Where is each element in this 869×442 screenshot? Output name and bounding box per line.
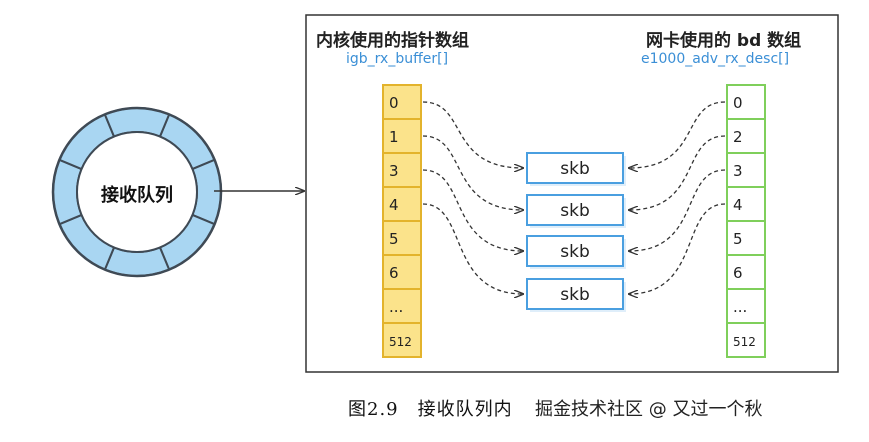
skb-label: skb: [560, 159, 590, 179]
right-array-subtitle: e1000_adv_rx_desc[]: [641, 51, 790, 67]
right-connector: [629, 169, 726, 251]
left-array-cell: [382, 220, 422, 256]
left-array-cell-label: 1: [389, 128, 399, 146]
right-array-cell-label: 4: [733, 196, 743, 214]
left-pointer-array: 0 1 3 4 5 6... 512: [382, 84, 422, 358]
receive-queue-label: 接收队列: [101, 185, 173, 206]
left-array-cell: [382, 254, 422, 290]
right-connector: [629, 203, 726, 294]
left-array-title: 内核使用的指针数组: [316, 31, 469, 51]
skb-label: skb: [560, 285, 590, 305]
right-array-title: 网卡使用的 bd 数组: [646, 31, 802, 51]
outer-frame: [305, 14, 839, 373]
left-array-cell-label: 3: [389, 162, 399, 180]
left-array-cell-label: 4: [389, 196, 399, 214]
dashed-connectors: [422, 101, 726, 294]
left-array-cell-label: 512: [389, 335, 412, 349]
left-array-cell-label: 0: [389, 94, 399, 112]
right-array-cell: [726, 254, 766, 290]
right-array-cell: [726, 322, 766, 358]
left-connector: [422, 135, 523, 210]
watermark-text: 掘金技术社区 @ 又过一个秋: [535, 399, 763, 420]
left-array-cell: [382, 322, 422, 358]
left-connector: [422, 203, 523, 294]
ring-outer-edge: [51, 106, 223, 278]
left-connector: [422, 169, 523, 251]
skb-label: skb: [560, 242, 590, 262]
left-array-subtitle: igb_rx_buffer[]: [346, 51, 449, 67]
right-array-cell: [726, 118, 766, 154]
right-array-cell-label: ...: [733, 298, 747, 316]
left-array-cell: [382, 118, 422, 154]
right-array-cell: [726, 152, 766, 188]
skb-box: [526, 194, 624, 226]
figure-caption: 图2.9 接收队列内: [348, 399, 513, 420]
right-connector: [629, 101, 726, 168]
right-array-cell: [726, 84, 766, 120]
right-bd-array: 0 2 3 4 5 6... 512: [726, 84, 766, 358]
left-array-cell-label: 5: [389, 230, 399, 248]
right-array-cell-label: 5: [733, 230, 743, 248]
skb-label: skb: [560, 201, 590, 221]
left-array-cell-label: ...: [389, 298, 403, 316]
receive-queue-ring: [51, 106, 223, 278]
right-array-cell-label: 512: [733, 335, 756, 349]
skb-box: [526, 235, 624, 267]
left-array-cell: [382, 186, 422, 222]
right-array-cell-label: 3: [733, 162, 743, 180]
left-connector: [422, 101, 523, 168]
right-array-cell-label: 0: [733, 94, 743, 112]
right-array-cell-label: 2: [733, 128, 743, 146]
right-array-cell-label: 6: [733, 264, 743, 282]
skb-box: [526, 278, 624, 310]
skb-boxes: skb skb skb skb: [526, 152, 626, 312]
skb-box: [526, 152, 624, 184]
left-array-cell-label: 6: [389, 264, 399, 282]
ring-inner-edge: [76, 131, 198, 253]
right-connector: [629, 135, 726, 210]
